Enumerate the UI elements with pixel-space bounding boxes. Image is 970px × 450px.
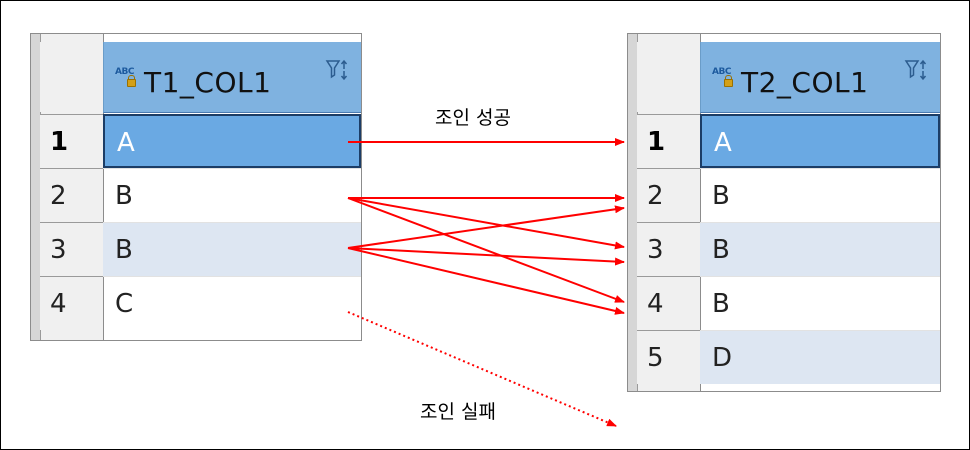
corner-cell — [40, 42, 102, 112]
table-row[interactable]: 2 B — [31, 168, 361, 222]
row-number: 1 — [40, 114, 103, 168]
row-number: 2 — [40, 168, 103, 222]
abc-icon: ABC — [712, 68, 738, 90]
cell-value[interactable]: B — [103, 168, 361, 222]
join-success-label: 조인 성공 — [435, 107, 511, 129]
failed-join-arrow — [347, 311, 617, 427]
cell-value[interactable]: B — [103, 222, 361, 276]
table-row[interactable]: 3 B — [31, 222, 361, 276]
table-row[interactable]: 2 B — [628, 168, 940, 222]
join-arrow — [347, 247, 625, 266]
left-table-grid: ABC T1_COL1 1 A 2 B 3 B 4 C — [30, 33, 362, 341]
row-number: 4 — [40, 276, 103, 330]
filter-sort-icon[interactable] — [904, 58, 930, 84]
row-number: 3 — [637, 222, 700, 276]
cell-value[interactable]: B — [700, 168, 940, 222]
row-number: 2 — [637, 168, 700, 222]
cell-value[interactable]: A — [700, 114, 940, 168]
column-header-label: T1_COL1 — [144, 66, 272, 99]
join-arrow — [347, 197, 625, 303]
join-failure-label: 조인 실패 — [420, 401, 496, 423]
filter-sort-icon[interactable] — [325, 58, 351, 84]
abc-icon: ABC — [115, 68, 141, 90]
table-row[interactable]: 5 D — [628, 330, 940, 384]
row-number: 1 — [637, 114, 700, 168]
column-header-t1-col1[interactable]: ABC T1_COL1 — [103, 42, 361, 113]
right-table-grid: ABC T2_COL1 1 A 2 B 3 B 4 B 5 D — [627, 33, 941, 392]
cell-value[interactable]: B — [700, 222, 940, 276]
join-arrow — [347, 197, 625, 250]
cell-value[interactable]: C — [103, 276, 361, 330]
join-arrow — [347, 205, 625, 249]
table-row[interactable]: 4 C — [31, 276, 361, 330]
cell-value[interactable]: D — [700, 330, 940, 384]
corner-cell — [637, 42, 699, 112]
join-arrow — [347, 247, 625, 315]
table-row[interactable]: 4 B — [628, 276, 940, 330]
row-number: 5 — [637, 330, 700, 384]
row-number: 4 — [637, 276, 700, 330]
table-row[interactable]: 3 B — [628, 222, 940, 276]
cell-value[interactable]: B — [700, 276, 940, 330]
row-number: 3 — [40, 222, 103, 276]
column-header-t2-col1[interactable]: ABC T2_COL1 — [700, 42, 940, 113]
column-header-label: T2_COL1 — [741, 66, 869, 99]
table-row[interactable]: 1 A — [628, 114, 940, 168]
